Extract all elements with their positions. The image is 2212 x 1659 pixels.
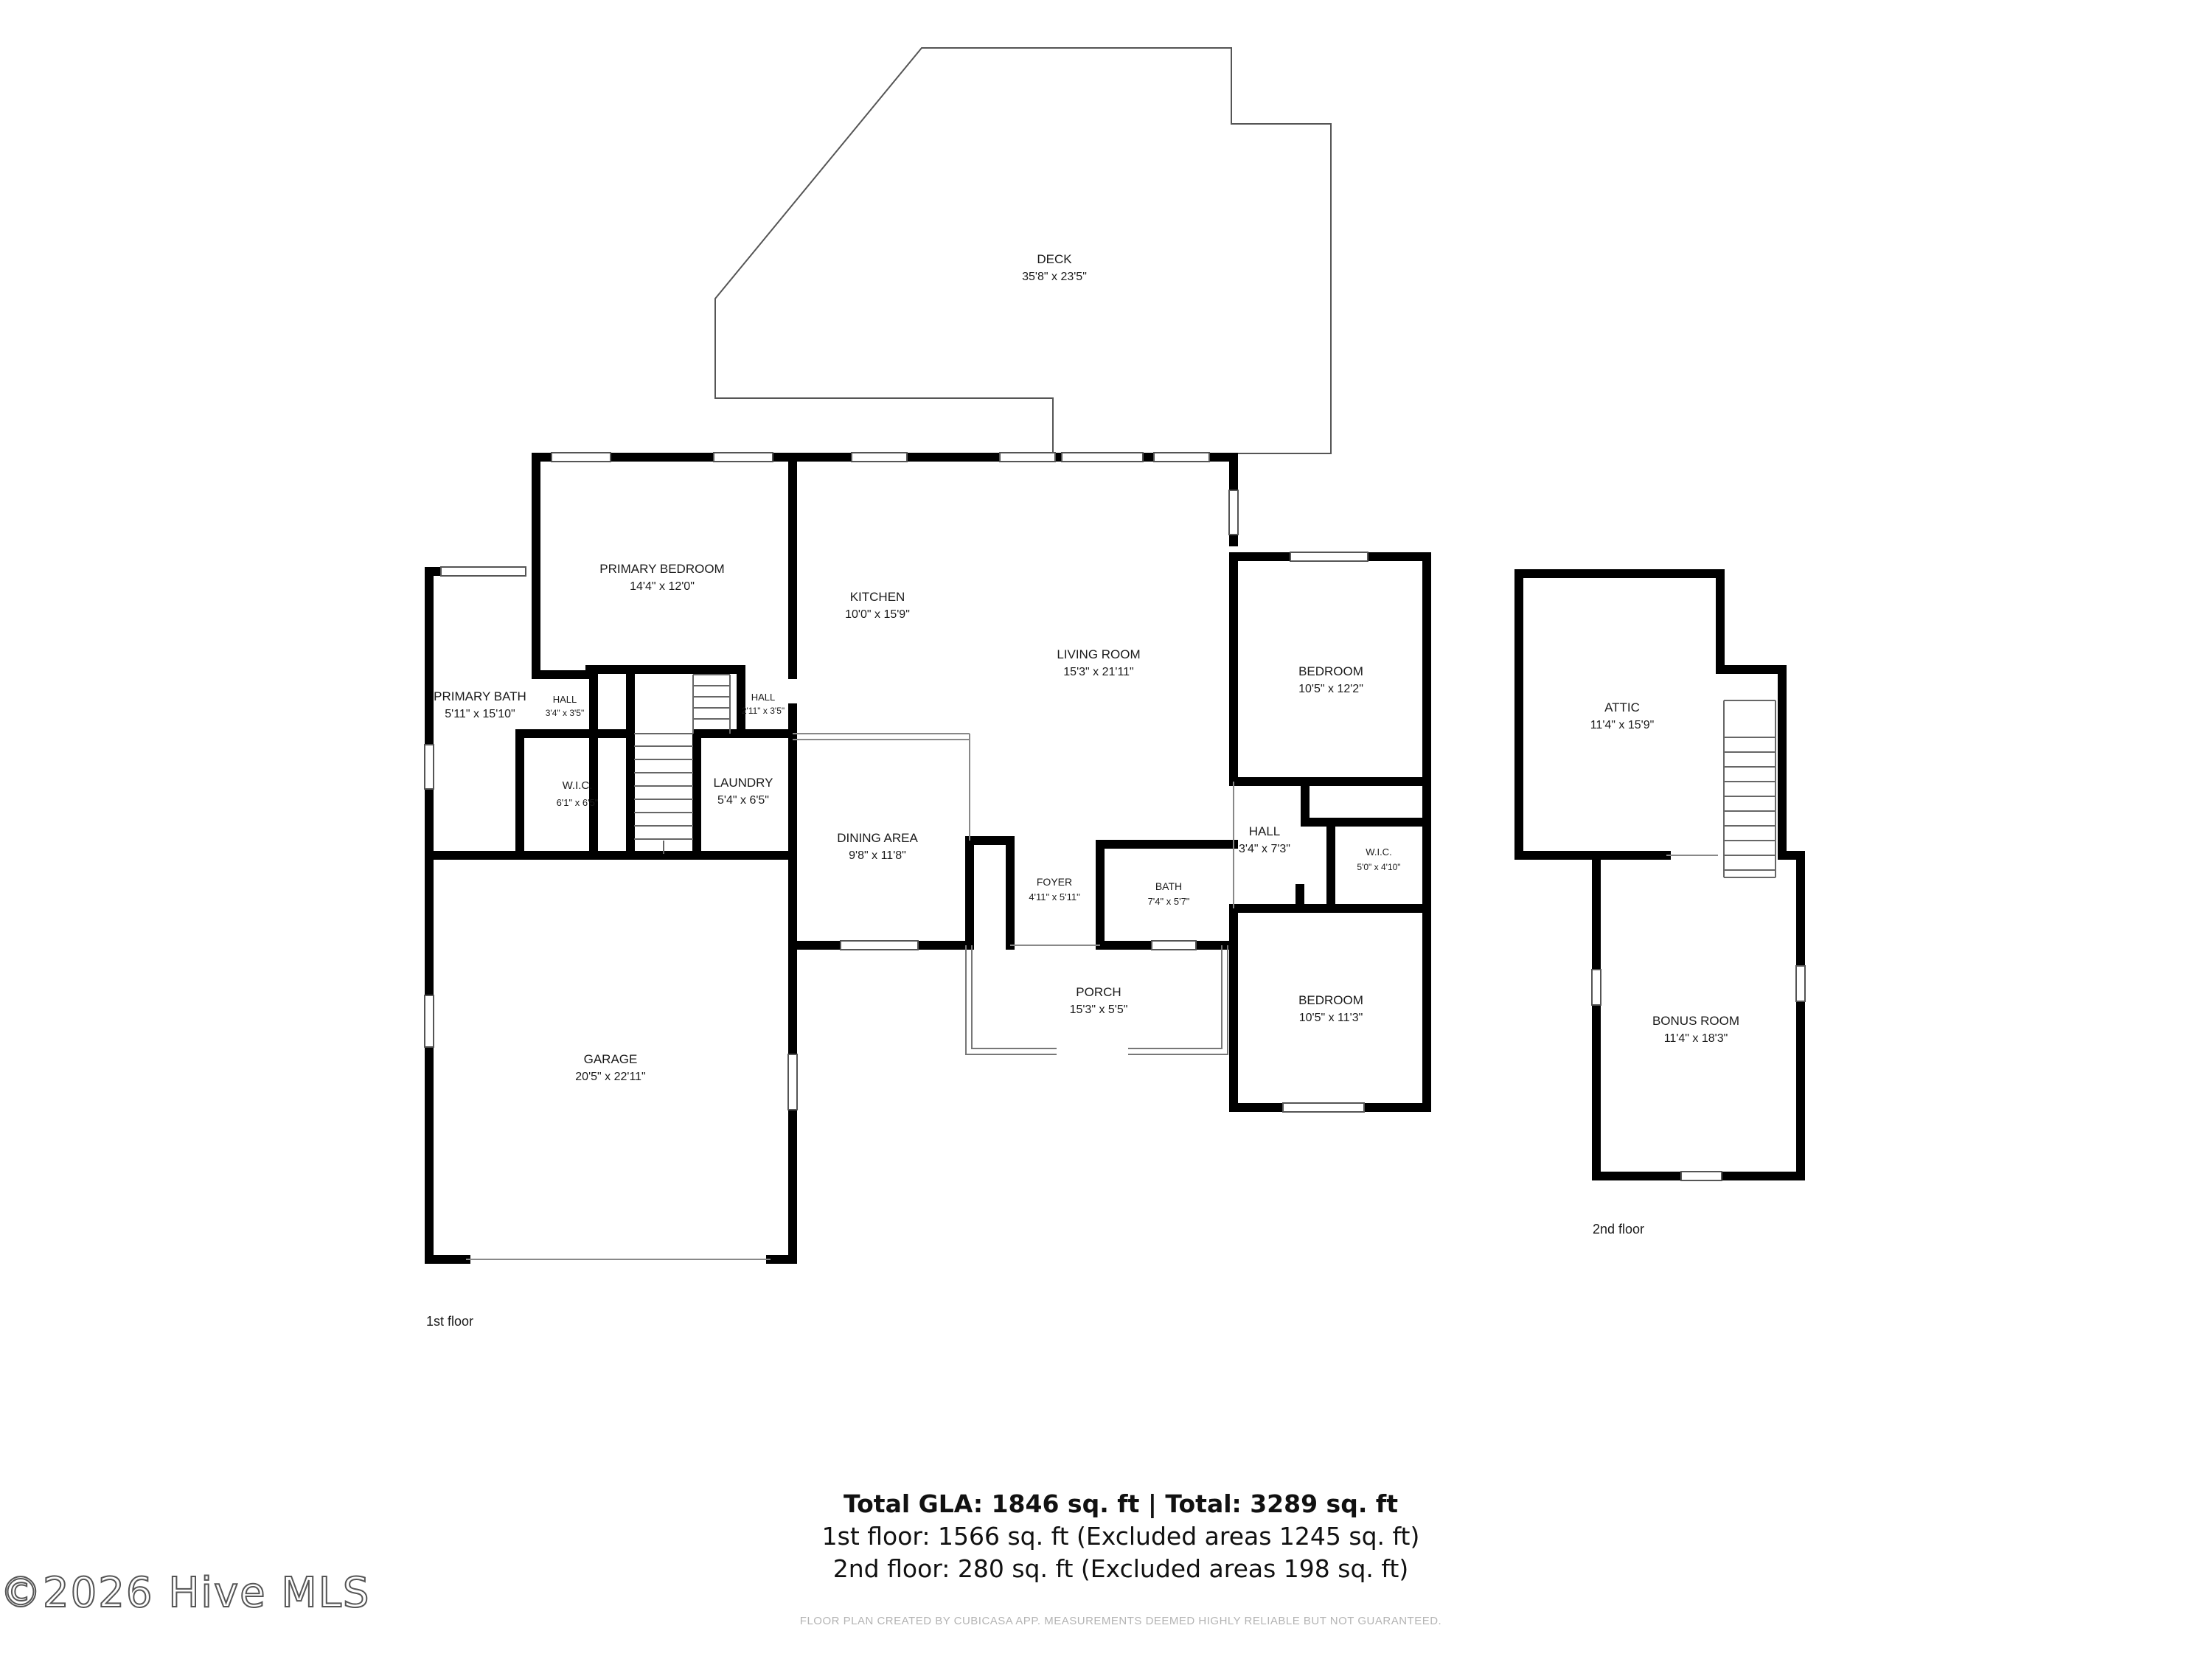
bedroom-lower-dim: 10'5" x 11'3" [1299, 1012, 1363, 1024]
primary-bath-dim: 5'11" x 15'10" [445, 708, 515, 720]
bedroom-lower-name: BEDROOM [1298, 993, 1363, 1007]
kitchen-dim: 10'0" x 15'9" [845, 608, 910, 621]
windows-first-floor [424, 452, 1368, 1113]
bedroom-upper-name: BEDROOM [1298, 664, 1363, 678]
garage-name: GARAGE [584, 1052, 638, 1066]
porch-name: PORCH [1076, 985, 1121, 999]
thin-dividers [466, 733, 1234, 1260]
deck-name: DECK [1037, 252, 1072, 266]
garage-dim: 20'5" x 22'11" [575, 1071, 645, 1083]
hall-center-dim: 2'11" x 3'5" [742, 706, 785, 716]
bonus-room-dim: 11'4" x 18'3" [1664, 1032, 1728, 1045]
disclaimer: FLOOR PLAN CREATED BY CUBICASA APP. MEAS… [799, 1615, 1442, 1627]
dining-area-name: DINING AREA [837, 831, 918, 845]
stairs-second-floor [1723, 700, 1776, 878]
second-floor-area: 2nd floor: 280 sq. ft (Excluded areas 19… [832, 1554, 1409, 1583]
windows-second-floor [1591, 965, 1806, 1181]
wic-right-dim: 5'0" x 4'10" [1357, 862, 1400, 872]
wic-left-dim: 6'1" x 6'5" [557, 797, 599, 808]
primary-bath-name: PRIMARY BATH [434, 689, 526, 703]
total-gla: Total GLA: 1846 sq. ft | Total: 3289 sq.… [844, 1489, 1398, 1518]
attic-name: ATTIC [1604, 700, 1640, 714]
bath-dim: 7'4" x 5'7" [1148, 896, 1190, 907]
hall-right-dim: 3'4" x 7'3" [1239, 843, 1290, 855]
hall-right-name: HALL [1249, 824, 1281, 838]
living-room-dim: 15'3" x 21'11" [1063, 666, 1133, 678]
deck-outline [714, 47, 1332, 457]
second-floor-walls [1514, 569, 1805, 1180]
porch-outline [965, 945, 1228, 1055]
first-floor-walls [425, 453, 1431, 1264]
wic-left-name: W.I.C. [563, 779, 593, 792]
first-floor-area: 1st floor: 1566 sq. ft (Excluded areas 1… [821, 1522, 1420, 1551]
foyer-name: FOYER [1037, 876, 1072, 888]
bedroom-upper-dim: 10'5" x 12'2" [1298, 683, 1363, 695]
deck-dim: 35'8" x 23'5" [1022, 271, 1087, 283]
dining-area-dim: 9'8" x 11'8" [849, 849, 906, 862]
hall-left-name: HALL [553, 694, 577, 705]
hall-center-name: HALL [751, 692, 776, 703]
bonus-room-name: BONUS ROOM [1652, 1014, 1739, 1028]
primary-bedroom-dim: 14'4" x 12'0" [630, 580, 695, 593]
living-room-name: LIVING ROOM [1057, 647, 1140, 661]
foyer-dim: 4'11" x 5'11" [1029, 891, 1080, 902]
first-floor-label: 1st floor [426, 1314, 473, 1329]
primary-bedroom-name: PRIMARY BEDROOM [599, 562, 724, 576]
attic-dim: 11'4" x 15'9" [1590, 719, 1655, 731]
laundry-dim: 5'4" x 6'5" [717, 794, 769, 807]
watermark: ©2026 Hive MLS [0, 1568, 371, 1618]
kitchen-name: KITCHEN [850, 590, 905, 604]
porch-dim: 15'3" x 5'5" [1070, 1004, 1128, 1016]
bath-name: BATH [1155, 880, 1182, 892]
stairs-first-floor [634, 674, 731, 854]
second-floor-label: 2nd floor [1593, 1222, 1644, 1237]
area-summary: Total GLA: 1846 sq. ft | Total: 3289 sq.… [0, 1488, 2212, 1585]
hall-left-dim: 3'4" x 3'5" [546, 708, 584, 718]
room-labels: DECK 35'8" x 23'5" PRIMARY BEDROOM 14'4"… [434, 252, 1739, 1083]
laundry-name: LAUNDRY [714, 776, 773, 790]
wic-right-name: W.I.C. [1366, 846, 1391, 858]
